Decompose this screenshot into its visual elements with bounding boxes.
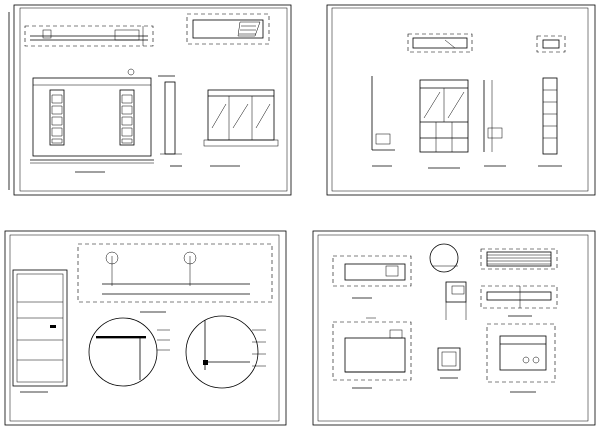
cabinet-elevation: [203, 89, 279, 167]
sheet-inner-frame: [331, 7, 589, 192]
sheet-frame: [312, 230, 596, 426]
side-section: [371, 76, 395, 167]
sheet-inner-frame: [19, 7, 288, 192]
sheet-frame: [13, 4, 292, 196]
plan-detail-left: [407, 33, 473, 53]
plan-view-strip: [24, 25, 154, 47]
counter-elevation: [332, 317, 412, 389]
louver-detail: [480, 248, 558, 270]
sheet-frame: [4, 230, 287, 426]
counter-plan: [332, 255, 412, 299]
detail-callout-left: [88, 317, 170, 387]
shelf-elevation: [538, 77, 562, 167]
detail-callout-right: [185, 315, 266, 389]
sheet-top-left: [8, 4, 292, 196]
shelf-section: [480, 285, 558, 317]
sink-detail: [429, 243, 467, 320]
section-view: [158, 75, 182, 167]
plan-detail-right: [536, 35, 566, 53]
sheet-bottom-left: [4, 230, 287, 426]
sheet-frame: [326, 4, 596, 196]
sheet-top-right: [326, 4, 596, 196]
sheet-inner-frame: [317, 234, 589, 422]
middle-section: [483, 80, 506, 167]
sheet-bottom-right: [312, 230, 596, 426]
plan-detail-strip: [77, 243, 273, 313]
front-elevation-panels: [30, 68, 154, 173]
door-elevation: [12, 269, 68, 393]
small-box-detail: [437, 347, 461, 379]
hatched-detail-box: [186, 13, 270, 45]
glass-cabinet-elevation: [419, 79, 469, 169]
sheet-inner-frame: [9, 234, 280, 422]
vanity-elevation: [486, 323, 556, 393]
